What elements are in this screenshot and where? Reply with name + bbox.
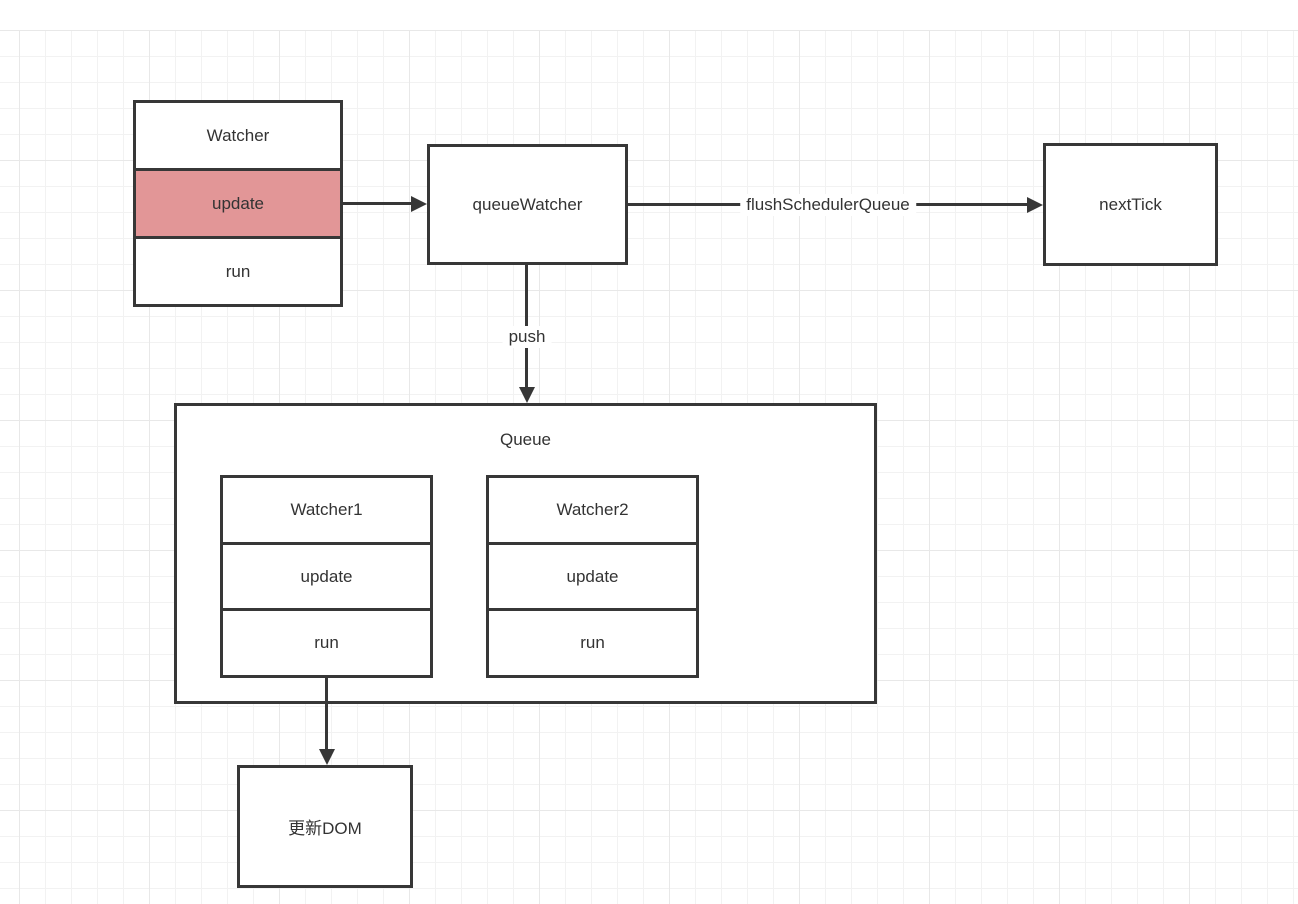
watcher2-update-row: update: [489, 541, 696, 609]
push-label: push: [502, 326, 552, 348]
update-dom-node: 更新DOM: [237, 765, 413, 888]
watcher2-title-row: Watcher2: [556, 499, 629, 519]
nexttick-node: nextTick: [1043, 143, 1218, 266]
watcher1-run-row: run: [223, 608, 430, 675]
nexttick-label: nextTick: [1099, 194, 1162, 214]
queue-title: Queue: [499, 430, 552, 449]
arrowhead-down-icon: [319, 749, 335, 765]
update-dom-label: 更新DOM: [288, 819, 362, 838]
flush-scheduler-queue-label: flushSchedulerQueue: [740, 194, 916, 216]
arrowhead-right-icon: [1027, 197, 1043, 213]
watcher1-node: Watcher1 update run: [220, 475, 433, 678]
watcher-node: Watcher update run: [133, 100, 343, 307]
connector-update-to-queuewatcher: [343, 202, 413, 205]
watcher2-node: Watcher2 update run: [486, 475, 699, 678]
connector-run-to-updatedom: [325, 678, 328, 751]
watcher1-update-row: update: [223, 541, 430, 609]
arrowhead-right-icon: [411, 196, 427, 212]
arrowhead-down-icon: [519, 387, 535, 403]
queuewatcher-node: queueWatcher: [427, 144, 628, 265]
watcher-run-row: run: [136, 236, 340, 304]
watcher2-run-row: run: [489, 608, 696, 675]
watcher-update-row: update: [136, 168, 340, 236]
queuewatcher-label: queueWatcher: [472, 194, 583, 214]
watcher-title-row: Watcher: [206, 125, 270, 145]
watcher1-title-row: Watcher1: [290, 499, 363, 519]
